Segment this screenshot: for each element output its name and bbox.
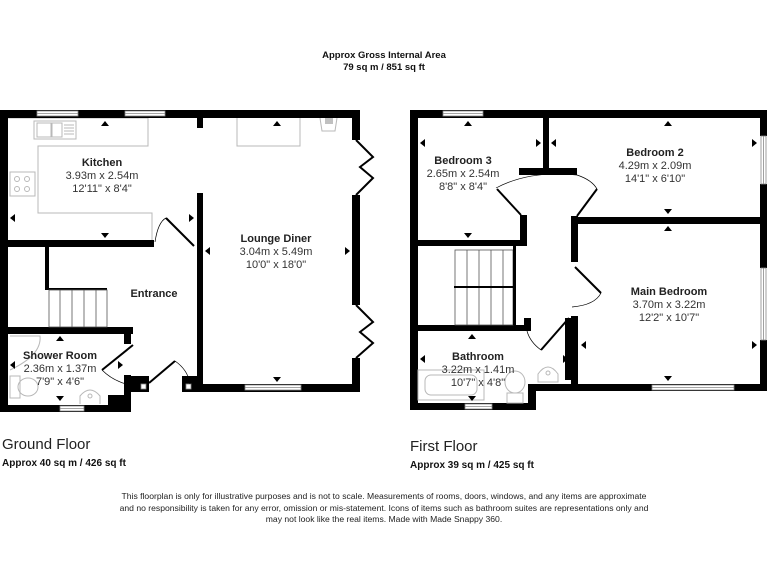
room-metric: 4.29m x 2.09m <box>618 160 692 172</box>
room-imperial: 12'2" x 10'7" <box>638 312 700 324</box>
toilet-icon <box>17 377 39 397</box>
ground-doors <box>101 217 195 385</box>
room-imperial: 12'11" x 8'4" <box>72 183 132 195</box>
basin-icon <box>537 366 559 383</box>
room-bedroom-2: Bedroom 2 4.29m x 2.09m 14'1" x 6'10" <box>619 147 692 186</box>
room-metric: 3.93m x 2.54m <box>65 170 139 182</box>
room-metric: 2.36m x 1.37m <box>23 363 97 375</box>
kitchen-sink-icon <box>33 120 77 140</box>
ground-floor-title: Ground Floor <box>2 436 91 453</box>
ground-measure-arrows <box>10 121 350 401</box>
first-measure-arrows <box>420 121 757 401</box>
first-doors <box>495 173 602 351</box>
bathroom-fixtures <box>417 366 559 404</box>
room-lounge-diner: Lounge Diner 3.04m x 5.49m 10'0" x 18'0" <box>240 233 313 272</box>
first-windows <box>442 110 767 410</box>
fireplace-icon <box>325 118 333 124</box>
room-imperial: 7'9" x 4'6" <box>35 376 85 388</box>
room-bedroom-3: Bedroom 3 2.65m x 2.54m 8'8" x 8'4" <box>427 155 500 194</box>
room-bathroom: Bathroom 3.22m x 1.41m 10'7" x 4'8" <box>442 351 515 390</box>
first-floor-area: Approx 39 sq m / 425 sq ft <box>410 460 534 471</box>
bifold-doors <box>355 139 375 359</box>
room-name: Lounge Diner <box>240 233 312 245</box>
room-name: Kitchen <box>81 157 123 169</box>
ground-floor-plan <box>0 110 375 412</box>
gross-internal-area: Approx Gross Internal Area 79 sq m / 851… <box>0 50 768 74</box>
basin-icon <box>79 389 101 404</box>
gia-title: Approx Gross Internal Area <box>322 50 446 61</box>
bath-icon <box>417 369 485 401</box>
first-floor-plan <box>410 110 767 410</box>
room-name: Shower Room <box>23 350 97 362</box>
room-imperial: 10'7" x 4'8" <box>450 377 506 389</box>
ground-floor-area: Approx 40 sq m / 426 sq ft <box>2 458 126 469</box>
shower-tray-icon <box>9 335 41 371</box>
room-name: Bathroom <box>452 351 504 363</box>
room-name: Bedroom 2 <box>626 147 684 159</box>
room-metric: 3.70m x 3.22m <box>632 299 706 311</box>
gia-value: 79 sq m / 851 sq ft <box>343 62 425 73</box>
room-main-bedroom: Main Bedroom 3.70m x 3.22m 12'2" x 10'7" <box>631 286 707 325</box>
room-imperial: 10'0" x 18'0" <box>245 259 307 271</box>
room-name: Bedroom 3 <box>434 155 492 167</box>
room-name: Entrance <box>130 288 178 300</box>
first-floor-title: First Floor <box>410 438 478 455</box>
hob-icon <box>9 171 36 197</box>
room-name: Main Bedroom <box>630 286 708 298</box>
room-imperial: 8'8" x 8'4" <box>438 181 488 193</box>
shower-fixtures <box>9 335 101 404</box>
room-metric: 2.65m x 2.54m <box>426 168 500 180</box>
disclaimer-line-2: and no responsibility is taken for any e… <box>119 502 649 513</box>
disclaimer-line-3: may not look like the real items. Made w… <box>265 514 503 524</box>
room-entrance: Entrance <box>130 288 177 301</box>
ground-windows <box>36 110 302 412</box>
room-imperial: 14'1" x 6'10" <box>624 173 686 185</box>
room-shower-room: Shower Room 2.36m x 1.37m 7'9" x 4'6" <box>23 350 97 389</box>
disclaimer: This floorplan is only for illustrative … <box>80 491 688 526</box>
room-metric: 3.22m x 1.41m <box>441 364 515 376</box>
room-kitchen: Kitchen 3.93m x 2.54m 12'11" x 8'4" <box>66 157 139 196</box>
room-metric: 3.04m x 5.49m <box>239 246 313 258</box>
disclaimer-line-1: This floorplan is only for illustrative … <box>121 491 647 501</box>
ground-stairs <box>48 289 108 328</box>
